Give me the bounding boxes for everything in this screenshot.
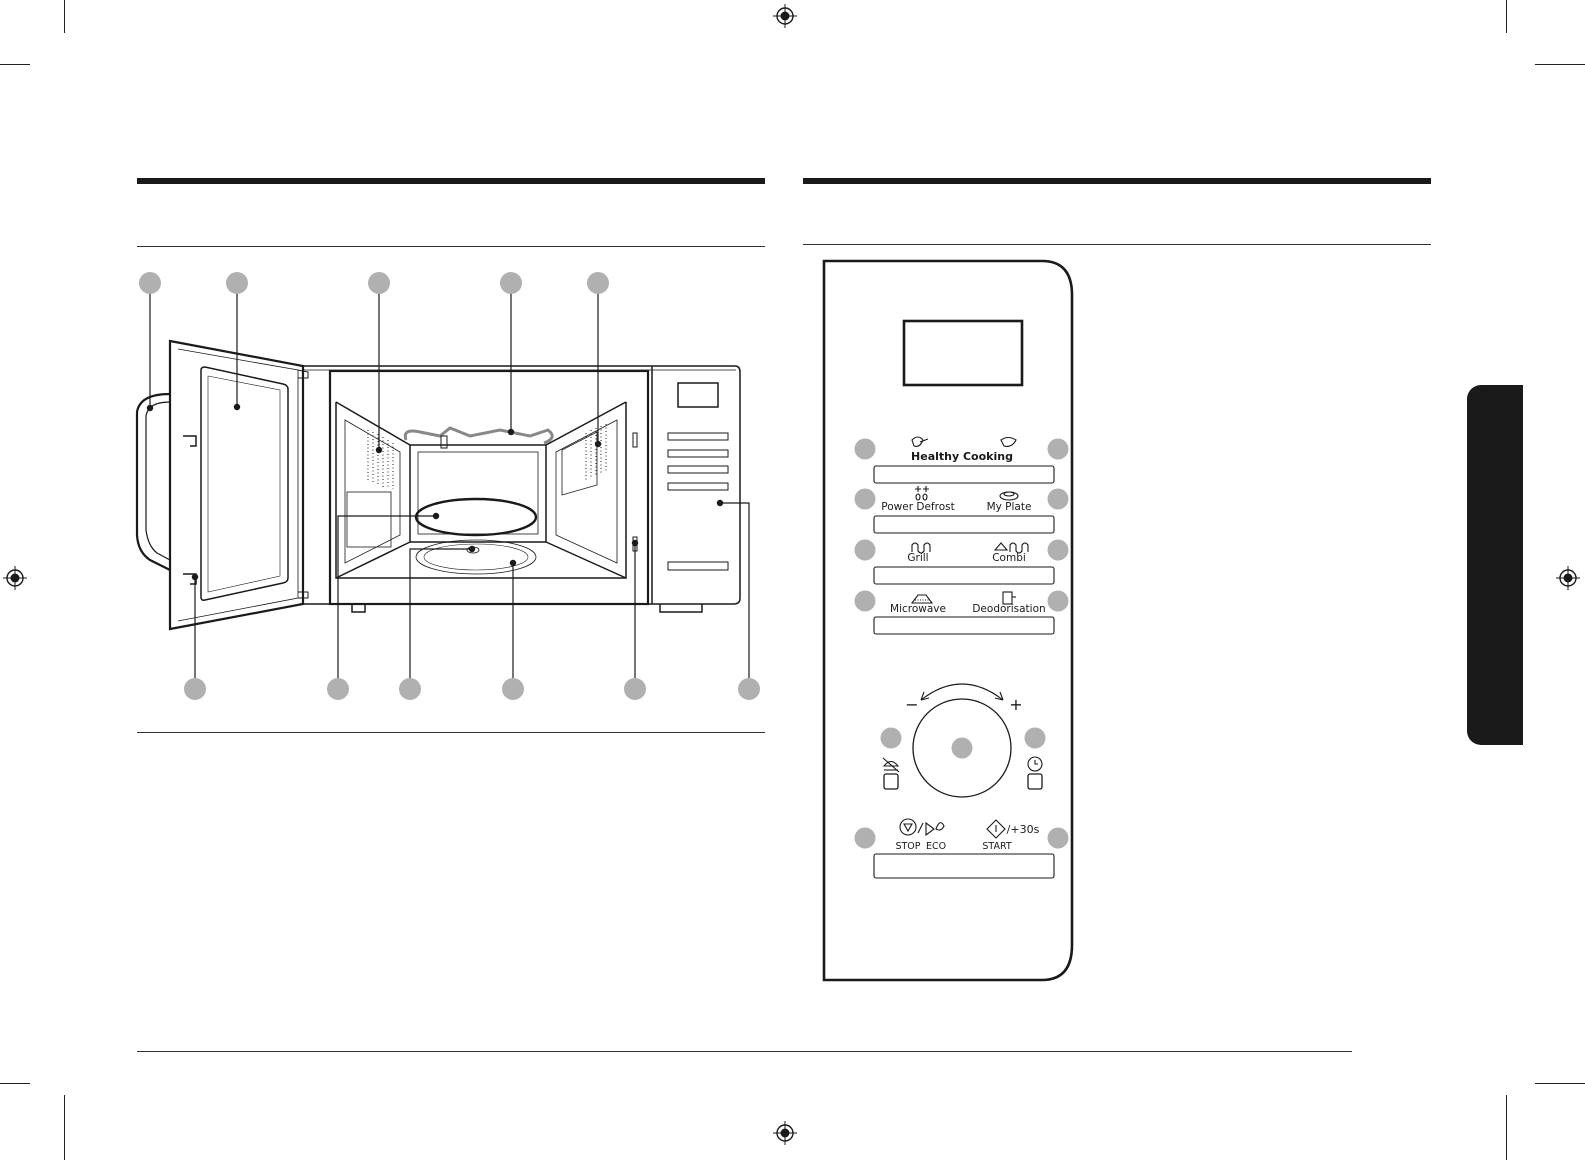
registration-mark-icon [3, 566, 27, 590]
control-panel-drawing [824, 261, 1072, 980]
stop-label: STOP [895, 841, 920, 852]
combi-label: Combi [992, 552, 1026, 564]
microwave-drawing [137, 341, 740, 629]
registration-mark-icon [1556, 566, 1580, 590]
registration-mark-icon [773, 1121, 797, 1145]
cloche-icon [883, 758, 899, 772]
microwave-callouts [150, 283, 749, 682]
microwave-label: Microwave [890, 603, 946, 615]
grill-label: Grill [907, 552, 928, 564]
registration-mark-icon [773, 4, 797, 28]
power-defrost-label: Power Defrost [881, 501, 954, 513]
start-label: START [982, 841, 1011, 852]
healthy-cooking-icon [912, 437, 928, 446]
healthy-cooking-label: Healthy Cooking [911, 450, 1013, 463]
dial-plus-label: + [1009, 695, 1022, 714]
plus-30s-label: /+30s [1007, 823, 1040, 836]
dial-minus-label: − [905, 695, 918, 714]
eco-icon [926, 823, 944, 835]
microwave-icon [912, 595, 932, 603]
my-plate-label: My Plate [987, 501, 1032, 513]
eco-label: ECO [926, 841, 946, 852]
callout-badges [139, 272, 760, 700]
plate-icon [1000, 492, 1018, 500]
deodorisation-label: Deodorisation [972, 603, 1045, 615]
healthy-cooking-icon [1001, 438, 1016, 447]
start-icon [987, 820, 1005, 838]
clock-icon [1028, 757, 1042, 771]
snowflake-drops-icon [915, 486, 929, 500]
stop-icon [900, 819, 923, 835]
